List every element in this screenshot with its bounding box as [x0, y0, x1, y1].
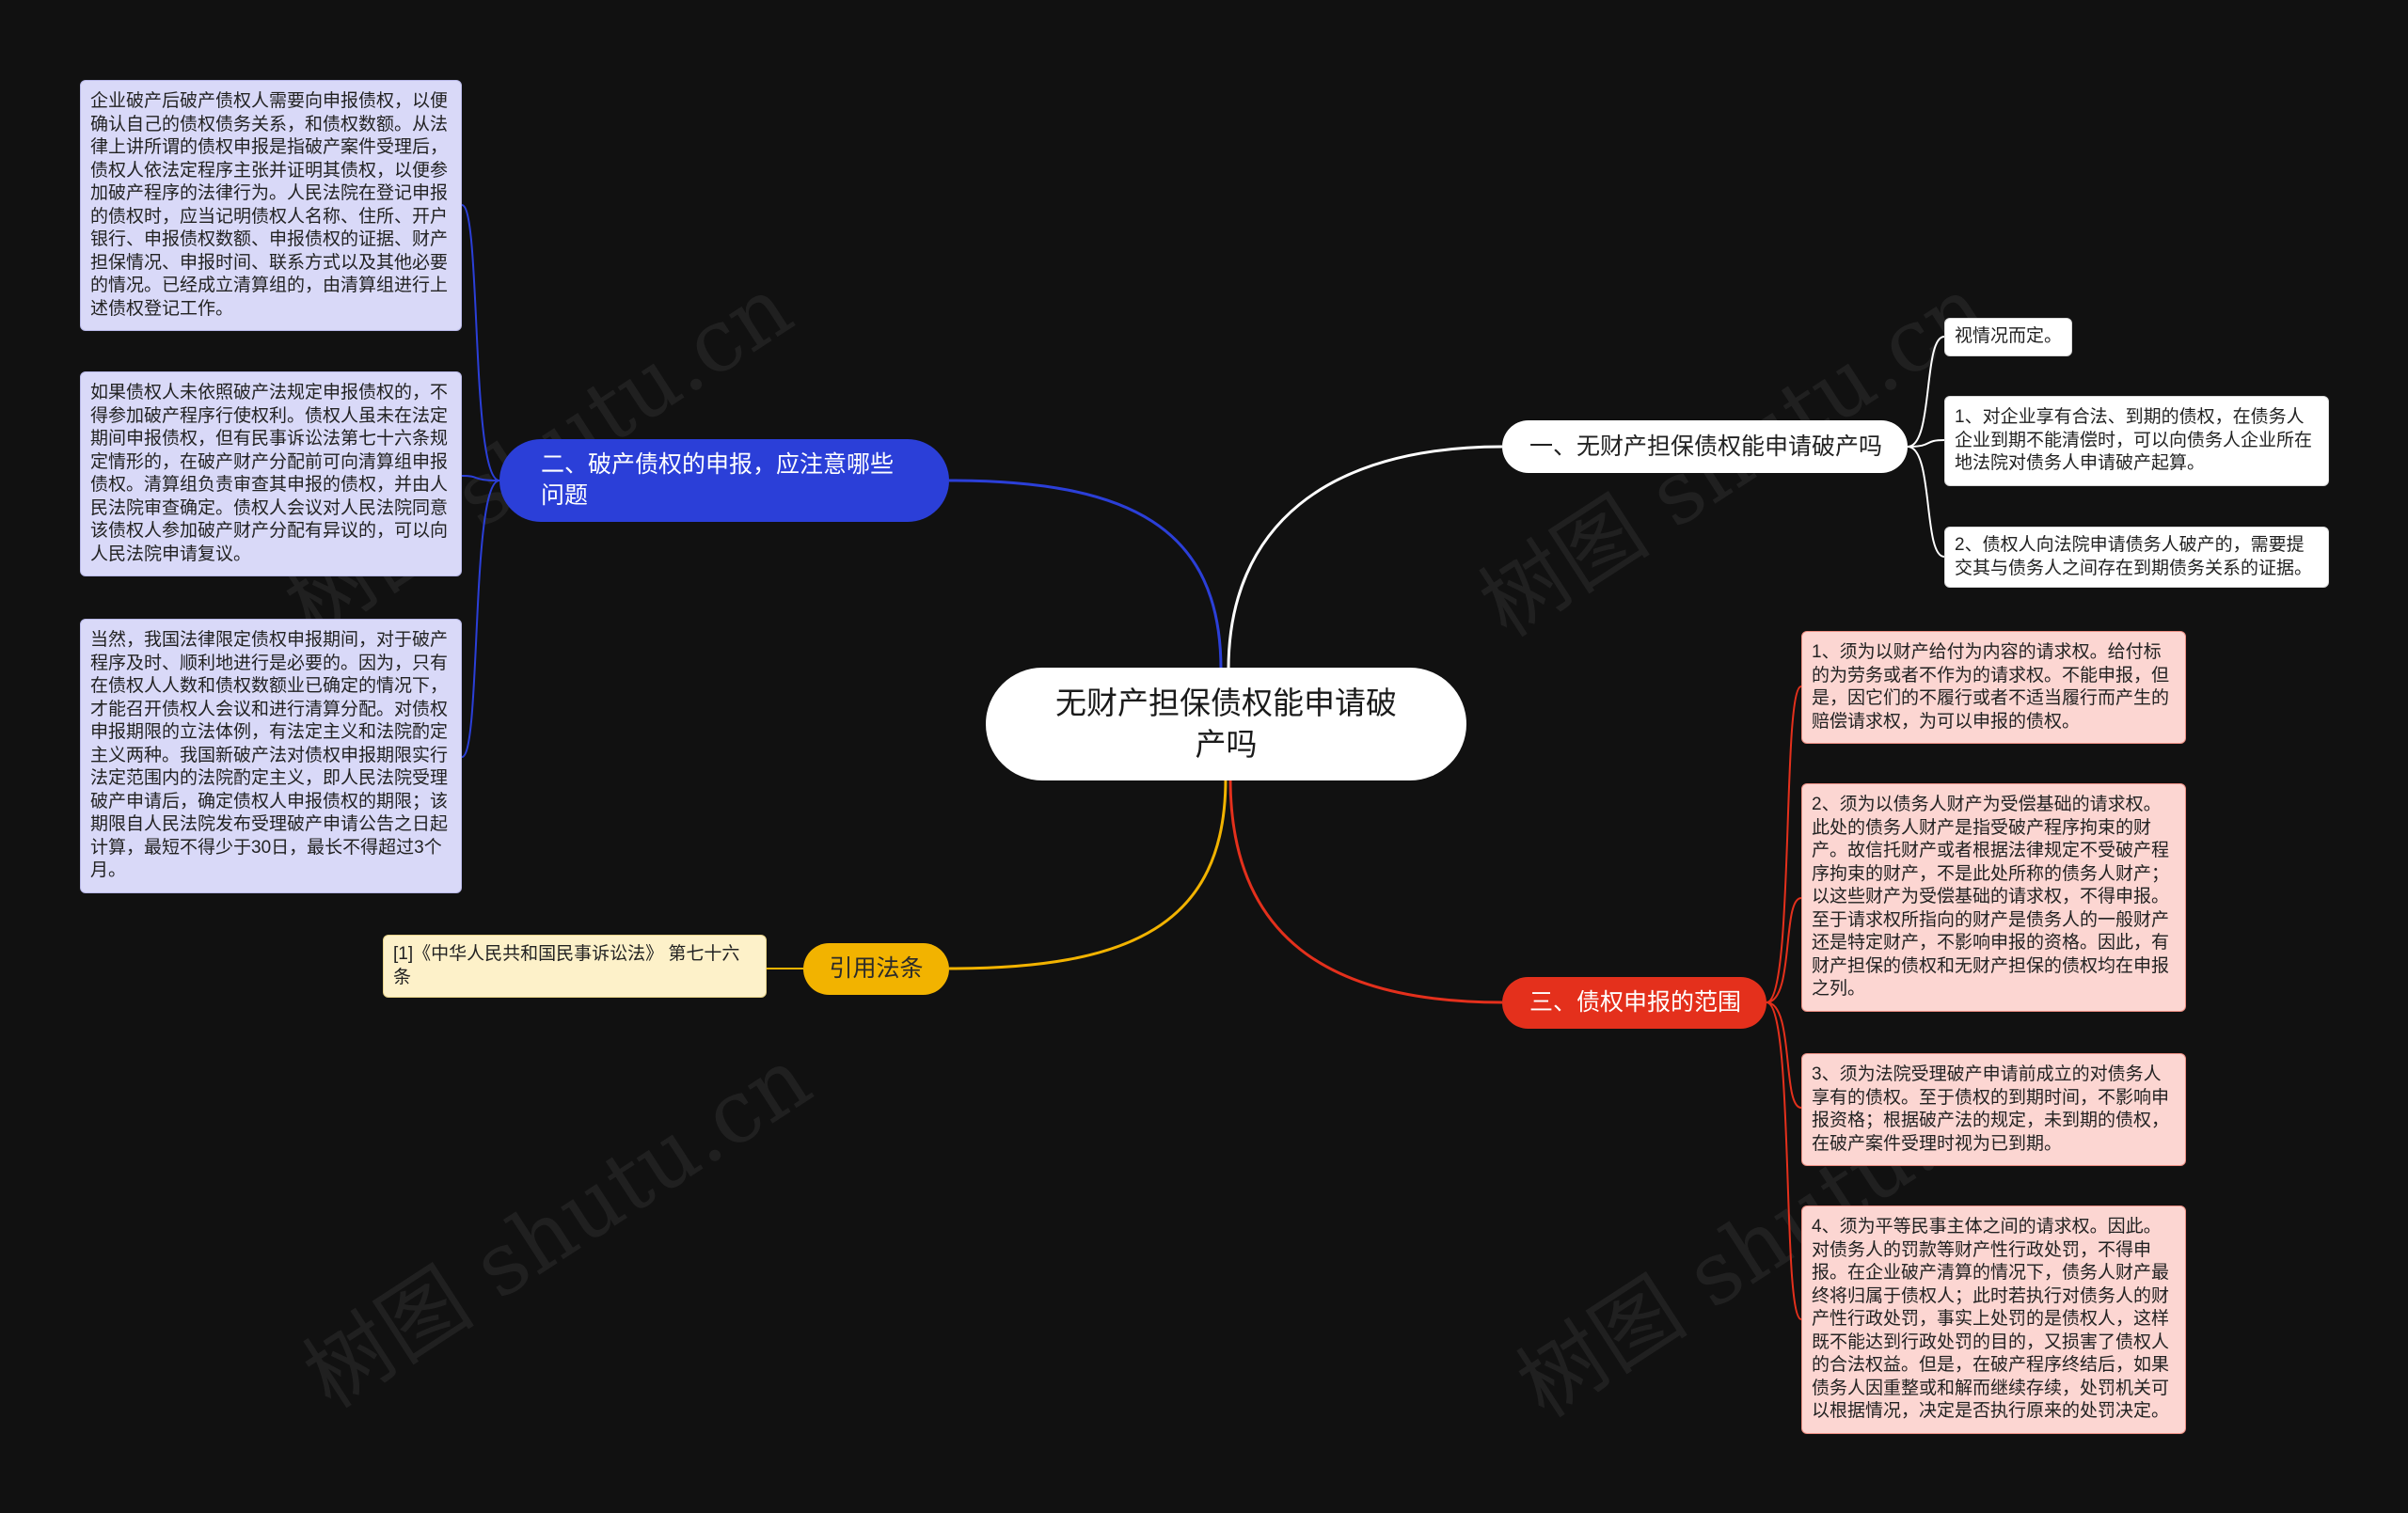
branch-topic-2[interactable]: 二、破产债权的申报，应注意哪些问题 [499, 439, 949, 522]
branch-topic-cited-law[interactable]: 引用法条 [803, 943, 949, 995]
central-topic-label: 无财产担保债权能申请破产吗 [1055, 686, 1397, 762]
subtopic-b1-3[interactable]: 2、债权人向法院申请债务人破产的，需要提交其与债务人之间存在到期债务关系的证据。 [1944, 527, 2329, 588]
connector-b2-child-3 [461, 480, 500, 758]
connector-b4-child-3 [1766, 1001, 1802, 1109]
connector-b1-child-1 [1907, 336, 1945, 448]
branch-topic-cited-law-label: 引用法条 [829, 955, 924, 982]
connector-central-to-b3 [948, 778, 1228, 970]
subtopic-b1-1[interactable]: 视情况而定。 [1944, 318, 2073, 356]
subtopic-b2-2[interactable]: 如果债权人未依照破产法规定申报债权的，不得参加破产程序行使权利。债权人虽未在法定… [80, 371, 462, 576]
subtopic-b4-1[interactable]: 1、须为以财产给付为内容的请求权。给付标的为劳务或者不作为的请求权。不能申报，但… [1801, 631, 2186, 744]
branch-topic-1[interactable]: 一、无财产担保债权能申请破产吗 [1502, 420, 1908, 473]
branch-topic-3-label: 三、债权申报的范围 [1529, 989, 1742, 1016]
branch-topic-3[interactable]: 三、债权申报的范围 [1502, 977, 1766, 1029]
subtopic-b4-4[interactable]: 4、须为平等民事主体之间的请求权。因此。对债务人的罚款等财产性行政处罚，不得申报… [1801, 1206, 2186, 1434]
subtopic-b3-1[interactable]: [1]《中华人民共和国民事诉讼法》 第七十六条 [383, 935, 767, 998]
subtopic-b4-3[interactable]: 3、须为法院受理破产申请前成立的对债务人享有的债权。至于债权的到期时间，不影响申… [1801, 1053, 2186, 1166]
branch-topic-1-label: 一、无财产担保债权能申请破产吗 [1529, 433, 1883, 460]
connector-central-to-b1 [1227, 445, 1503, 670]
connector-b2-child-1 [461, 204, 500, 481]
connector-b1-child-3 [1907, 446, 1945, 558]
connector-central-to-b4 [1228, 778, 1503, 1004]
subtopic-b2-3[interactable]: 当然，我国法律限定债权申报期间，对于破产程序及时、顺利地进行是必要的。因为，只有… [80, 619, 462, 893]
subtopic-b4-2[interactable]: 2、须为以债务人财产为受偿基础的请求权。此处的债务人财产是指受破产程序拘束的财产… [1801, 783, 2186, 1012]
connector-b4-child-4 [1766, 1001, 1802, 1320]
connector-central-to-b2 [948, 479, 1223, 670]
subtopic-b1-2[interactable]: 1、对企业享有合法、到期的债权，在债务人企业到期不能清偿时，可以向债务人企业所在… [1944, 396, 2329, 486]
branch-topic-2-label: 二、破产债权的申报，应注意哪些问题 [541, 451, 895, 509]
connector-b4-child-2 [1766, 897, 1802, 1003]
connector-b2-child-2 [461, 475, 500, 481]
connector-b1-child-2 [1907, 439, 1945, 448]
subtopic-b2-1[interactable]: 企业破产后破产债权人需要向申报债权，以便确认自己的债权债务关系，和债权数额。从法… [80, 80, 462, 331]
connector-b4-child-1 [1766, 686, 1802, 1003]
central-topic[interactable]: 无财产担保债权能申请破产吗 [986, 668, 1466, 780]
